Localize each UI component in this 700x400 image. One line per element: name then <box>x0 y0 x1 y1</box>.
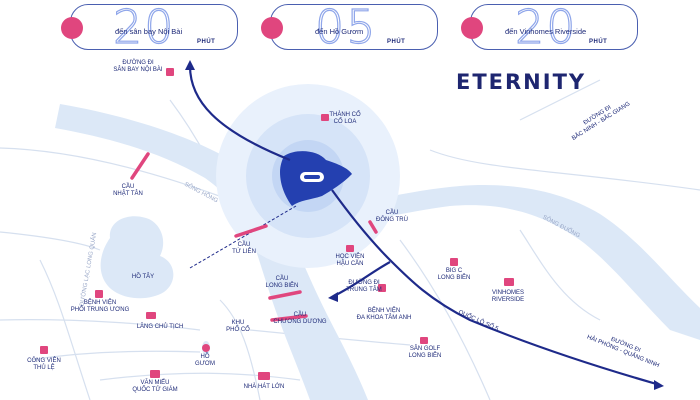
card-airport: 20 đến sân bay Nội Bài PHÚT <box>61 0 238 55</box>
airplane-map-icon <box>166 68 174 76</box>
lake-icon <box>202 344 210 352</box>
temple-icon <box>150 370 160 378</box>
duong-river <box>290 185 700 340</box>
building-icon <box>461 17 483 39</box>
label-nha-hat-lon: NHÀ HÁT LỚN <box>243 384 285 390</box>
card-ho-guom-desc: đến Hồ Gươm <box>315 27 364 36</box>
poi-pins <box>40 68 514 380</box>
card-airport-unit: PHÚT <box>197 39 216 45</box>
bridge-nhat-tan <box>130 152 150 180</box>
main-routes <box>188 65 661 387</box>
arrow-center <box>328 292 338 302</box>
west-lake <box>100 216 174 299</box>
tu-lien-dashed <box>189 205 297 269</box>
bridge-long-bien <box>268 290 302 300</box>
theatre-icon <box>258 372 270 380</box>
card-airport-desc: đến sân bay Nội Bài <box>115 27 183 36</box>
card-vinhomes-unit: PHÚT <box>589 39 608 45</box>
bridge-dong-tru <box>368 220 378 234</box>
residence-icon <box>504 278 514 286</box>
mausoleum-icon <box>146 312 156 319</box>
card-ho-guom-unit: PHÚT <box>387 39 406 45</box>
card-airport-value: 20 <box>112 0 176 55</box>
shopping-icon <box>450 258 458 266</box>
card-ho-guom-value: 05 <box>314 0 378 55</box>
bridge-tu-lien <box>234 224 268 238</box>
park-icon <box>40 346 48 354</box>
card-vinhomes-value: 20 <box>514 0 578 55</box>
hospital-icon-2 <box>378 284 386 292</box>
red-river <box>55 104 368 400</box>
card-ho-guom: 05 đến Hồ Gươm PHÚT <box>261 0 438 55</box>
card-vinhomes-desc: đến Vinhomes Riverside <box>505 27 587 36</box>
bridge-chuong-duong <box>270 314 308 322</box>
label-ho-tay: HỒ TÂY <box>131 274 155 280</box>
label-lang-bac: LĂNG CHỦ TỊCH <box>136 324 184 330</box>
arrow-hai-phong <box>654 380 664 390</box>
citadel-icon <box>321 114 329 121</box>
card-vinhomes: 20 đến Vinhomes Riverside PHÚT <box>461 0 638 55</box>
airplane-icon <box>61 17 83 39</box>
school-icon <box>346 245 354 252</box>
arrow-airport <box>185 60 195 70</box>
car-icon <box>261 17 283 39</box>
hospital-icon <box>95 290 103 298</box>
bridges <box>130 152 378 322</box>
golf-icon <box>420 337 428 344</box>
brand-logo: ETERNITY <box>456 70 587 94</box>
